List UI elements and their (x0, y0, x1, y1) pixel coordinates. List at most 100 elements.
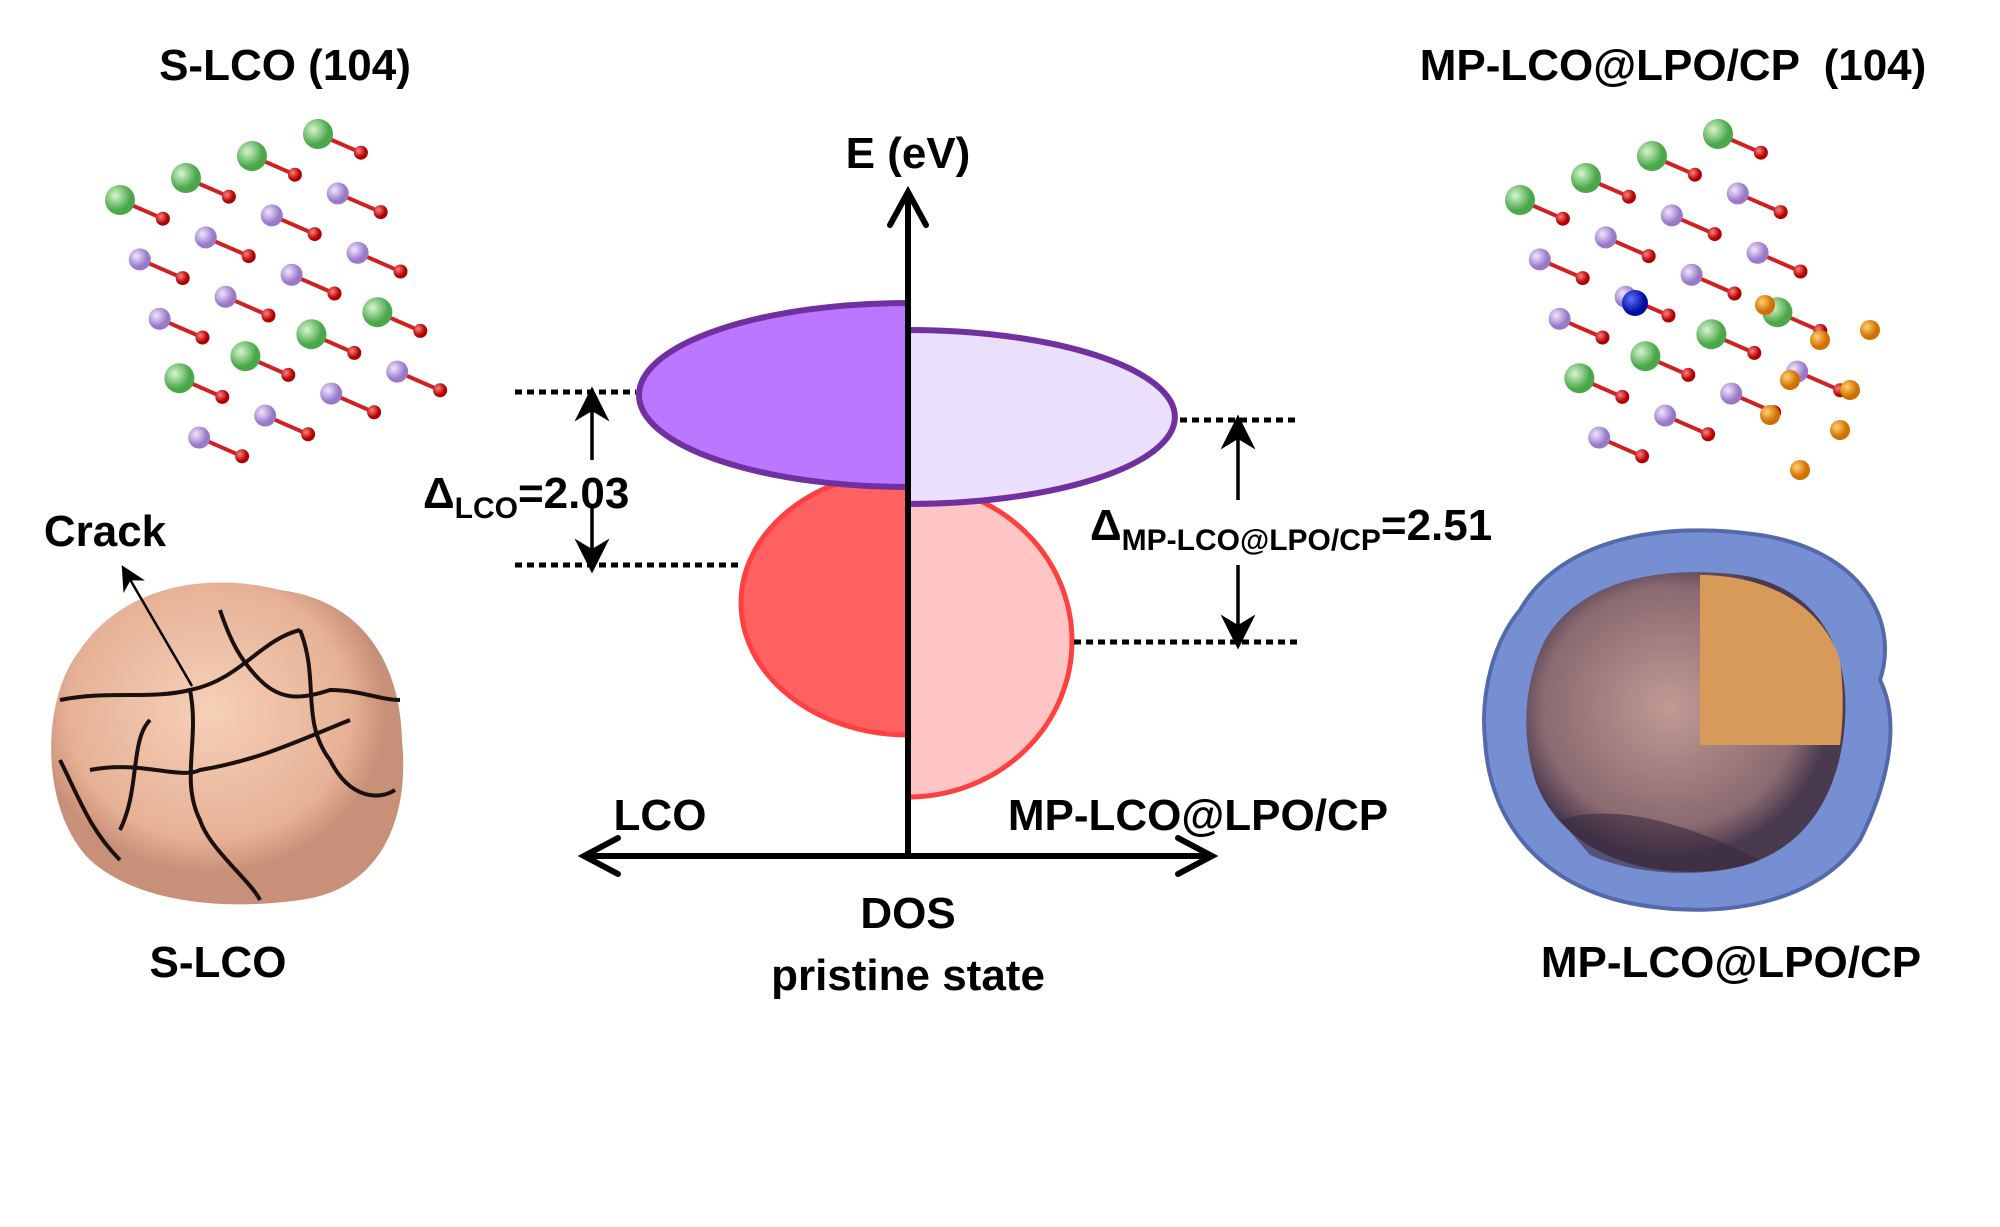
o-atom (353, 145, 368, 160)
lco-side-label: LCO (614, 791, 707, 840)
o-atom (413, 323, 428, 338)
co-atom (214, 285, 237, 308)
co-atom (148, 307, 171, 330)
co-atom (320, 382, 343, 405)
p-atom (1860, 320, 1880, 340)
co-atom (1528, 248, 1551, 271)
co-atom (1660, 204, 1683, 227)
co-atom (386, 360, 409, 383)
co-atom (1746, 241, 1769, 264)
o-atom (1681, 367, 1696, 382)
o-atom (1575, 271, 1590, 286)
co-atom (1726, 182, 1749, 205)
o-atom (307, 227, 322, 242)
mp-lco-conduction-band (905, 326, 1178, 508)
co-atom (128, 248, 151, 271)
li-atom (164, 363, 195, 394)
o-atom (281, 367, 296, 382)
pristine-state-label: pristine state (771, 951, 1045, 1000)
dopant-atom (1622, 290, 1648, 316)
o-atom (1701, 427, 1716, 442)
right-structure-title: MP-LCO@LPO/CP (104) (1420, 41, 1927, 90)
p-atom (1755, 295, 1775, 315)
crack-pointer-arrow (121, 565, 194, 687)
li-atom (303, 119, 333, 149)
li-atom (296, 319, 327, 350)
o-atom (235, 449, 250, 464)
co-atom (280, 263, 303, 286)
o-atom (287, 167, 302, 182)
li-atom (1696, 319, 1727, 350)
o-atom (1641, 249, 1656, 264)
co-atom (188, 426, 211, 449)
o-atom (347, 345, 362, 360)
gap-arrows (574, 386, 1256, 650)
li-atom (237, 141, 267, 171)
co-atom (1588, 426, 1611, 449)
li-atom (105, 185, 135, 215)
o-atom (221, 189, 236, 204)
o-atom (1687, 167, 1702, 182)
li-atom (362, 297, 393, 328)
o-atom (1753, 145, 1768, 160)
o-atom (1595, 330, 1610, 345)
o-atom (1621, 189, 1636, 204)
left-structure-title: S-LCO (104) (159, 41, 411, 90)
o-atom (1615, 389, 1630, 404)
o-atom (1793, 264, 1808, 279)
lco-gap-label: ΔLCO=2.03 (423, 469, 629, 525)
p-atom (1790, 460, 1810, 480)
o-atom (367, 405, 382, 420)
o-atom (155, 211, 170, 226)
o-atom (215, 389, 230, 404)
o-atom (1707, 227, 1722, 242)
lco-valence-band (738, 468, 911, 738)
o-atom (1661, 308, 1676, 323)
co-atom (1680, 263, 1703, 286)
li-atom (1703, 119, 1733, 149)
s-lco-crystal-structure (105, 119, 448, 464)
o-atom (301, 427, 316, 442)
o-atom (195, 330, 210, 345)
li-atom (171, 163, 201, 193)
mp-lco-crystal-structure (1505, 119, 1880, 480)
co-atom (326, 182, 349, 205)
co-atom (260, 204, 283, 227)
mp-lco-side-label: MP-LCO@LPO/CP (1008, 791, 1388, 840)
mp-lco-particle-label: MP-LCO@LPO/CP (1541, 938, 1921, 987)
energy-axis-label: E (eV) (846, 129, 971, 178)
o-atom (241, 249, 256, 264)
o-atom (175, 271, 190, 286)
p-atom (1840, 380, 1860, 400)
o-atom (1747, 345, 1762, 360)
p-atom (1760, 405, 1780, 425)
s-lco-particle-label: S-LCO (150, 938, 287, 987)
co-atom (1548, 307, 1571, 330)
dos-axis-right-arrowhead (1175, 835, 1219, 877)
lco-conduction-band (636, 299, 911, 491)
li-atom (1637, 141, 1667, 171)
o-atom (393, 264, 408, 279)
mp-lco-coated-particle-image (1482, 528, 1893, 912)
o-atom (373, 205, 388, 220)
co-atom (194, 226, 217, 249)
crack-label: Crack (44, 507, 167, 556)
li-atom (1505, 185, 1535, 215)
li-atom (1564, 363, 1595, 394)
li-atom (1630, 341, 1661, 372)
o-atom (1555, 211, 1570, 226)
o-atom (1773, 205, 1788, 220)
dos-axis-left-arrowhead (577, 835, 621, 877)
co-atom (254, 404, 277, 427)
p-atom (1810, 330, 1830, 350)
dos-diagram (636, 299, 1178, 800)
mp-lco-valence-band (905, 482, 1075, 800)
o-atom (433, 383, 448, 398)
dos-axis-label: DOS (860, 889, 955, 938)
mp-lco-gap-label: ΔMP-LCO@LPO/CP=2.51 (1090, 501, 1492, 557)
energy-axis-arrowhead (887, 185, 929, 228)
co-atom (1594, 226, 1617, 249)
o-atom (327, 286, 342, 301)
